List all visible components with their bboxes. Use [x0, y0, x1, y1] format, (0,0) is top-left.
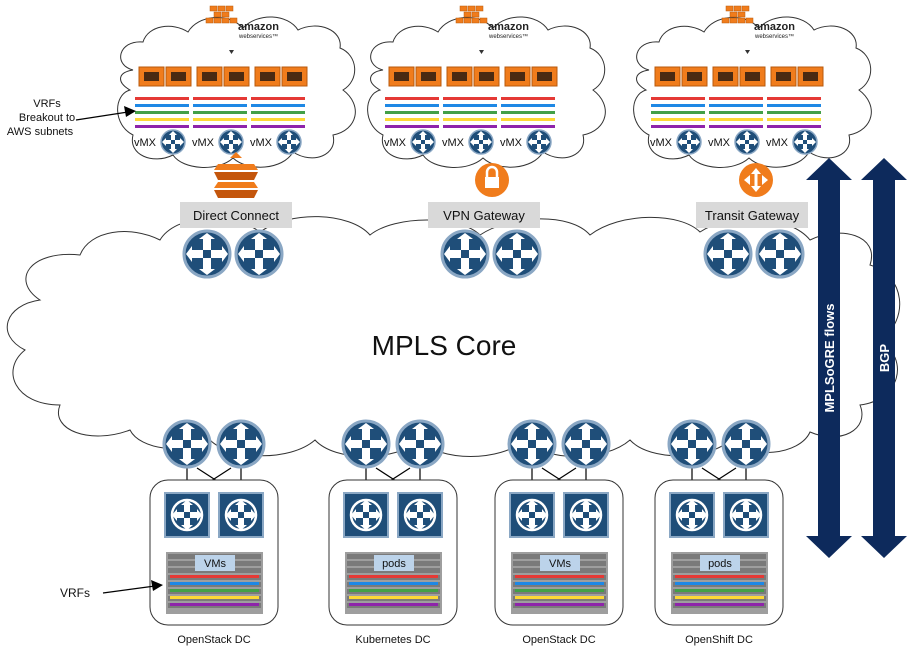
- datacenter-name: OpenStack DC: [522, 634, 595, 646]
- vrfs-arrowhead: [151, 580, 163, 591]
- aws-cloud-shape: [367, 16, 606, 168]
- bgp-label: BGP: [877, 344, 892, 373]
- vmx-label: vMX: [766, 137, 789, 149]
- lock-icon: [475, 163, 509, 197]
- dc-switch-icon: [163, 491, 211, 539]
- dc-edge-router-icon: [395, 419, 445, 469]
- vmx-label: vMX: [500, 137, 523, 149]
- vrfs-breakout-line2: Breakout to: [19, 112, 75, 124]
- aws-logo-subtext: webservices™: [488, 33, 528, 40]
- vmx-router-icon: [160, 129, 186, 155]
- workload-label: VMs: [549, 558, 572, 570]
- datacenter-name: OpenStack DC: [177, 634, 250, 646]
- dc-switch-icon: [342, 491, 390, 539]
- vmx-router-icon: [526, 129, 552, 155]
- vmx-label: vMX: [708, 137, 731, 149]
- vmx-label: vMX: [134, 137, 157, 149]
- gateway-label: Direct Connect: [193, 208, 279, 223]
- vrfs-breakout-arrowhead: [124, 106, 136, 117]
- workload-badge: [540, 555, 580, 571]
- core-edge-router-icon: [755, 229, 805, 279]
- pointer-icon: [229, 50, 234, 54]
- aws-cloud-shape: [117, 16, 356, 168]
- gateway-label: VPN Gateway: [443, 208, 525, 223]
- workload-badge: [374, 555, 414, 571]
- transit-hub-icon: [739, 163, 773, 197]
- vmx-label: vMX: [650, 137, 673, 149]
- aws-logo-text: amazon: [754, 21, 795, 33]
- vrfs-breakout-line3: AWS subnets: [7, 126, 74, 138]
- vmx-label: vMX: [192, 137, 215, 149]
- vmx-label: vMX: [442, 137, 465, 149]
- core-edge-router-icon: [492, 229, 542, 279]
- workload-label: pods: [708, 558, 732, 570]
- dc-switch-icon: [508, 491, 556, 539]
- dc-edge-router-icon: [216, 419, 266, 469]
- vrfs-arrow: [102, 585, 156, 594]
- dc-edge-router-icon: [561, 419, 611, 469]
- vmx-router-icon: [410, 129, 436, 155]
- dc-switch-icon: [396, 491, 444, 539]
- mpls-core-label: MPLS Core: [372, 330, 517, 361]
- workload-badge: [195, 555, 235, 571]
- mplsogre-flows-arrow: MPLSoGRE flows: [806, 158, 852, 558]
- workload-label: VMs: [204, 558, 227, 570]
- aws-logo-text: amazon: [238, 21, 279, 33]
- core-edge-router-icon: [234, 229, 284, 279]
- datacenter-name: Kubernetes DC: [355, 634, 430, 646]
- dc-switch-icon: [668, 491, 716, 539]
- core-edge-router-icon: [440, 229, 490, 279]
- mplsogre-flows-label: MPLSoGRE flows: [822, 303, 837, 412]
- vmx-router-icon: [676, 129, 702, 155]
- dc-edge-router-icon: [507, 419, 557, 469]
- vrfs-breakout-arrow: [75, 111, 129, 121]
- workload-label: pods: [382, 558, 406, 570]
- direct-connect-icon: [214, 152, 258, 198]
- bgp-arrow: BGP: [861, 158, 907, 558]
- dc-edge-router-icon: [162, 419, 212, 469]
- dc-edge-router-icon: [667, 419, 717, 469]
- vrfs-breakout-line1: VRFs: [33, 98, 61, 110]
- workload-badge: [700, 555, 740, 571]
- vmx-router-icon: [468, 129, 494, 155]
- vmx-router-icon: [218, 129, 244, 155]
- core-edge-router-icon: [182, 229, 232, 279]
- vmx-router-icon: [792, 129, 818, 155]
- aws-logo-subtext: webservices™: [754, 33, 794, 40]
- pointer-icon: [745, 50, 750, 54]
- dc-switch-icon: [217, 491, 265, 539]
- vmx-label: vMX: [250, 137, 273, 149]
- vmx-router-icon: [276, 129, 302, 155]
- gateway-label-bg: [696, 202, 808, 228]
- dc-switch-icon: [562, 491, 610, 539]
- gateway-label: Transit Gateway: [705, 208, 800, 223]
- aws-logo-subtext: webservices™: [238, 33, 278, 40]
- datacenter-name: OpenShift DC: [685, 634, 753, 646]
- dc-edge-router-icon: [721, 419, 771, 469]
- gateway-label-bg: [428, 202, 540, 228]
- dc-edge-router-icon: [341, 419, 391, 469]
- core-edge-router-icon: [703, 229, 753, 279]
- vrfs-label: VRFs: [60, 586, 90, 600]
- vmx-router-icon: [734, 129, 760, 155]
- aws-cloud-shape: [633, 16, 872, 168]
- vmx-label: vMX: [384, 137, 407, 149]
- pointer-icon: [479, 50, 484, 54]
- aws-logo-text: amazon: [488, 21, 529, 33]
- dc-switch-icon: [722, 491, 770, 539]
- gateway-label-bg: [180, 202, 292, 228]
